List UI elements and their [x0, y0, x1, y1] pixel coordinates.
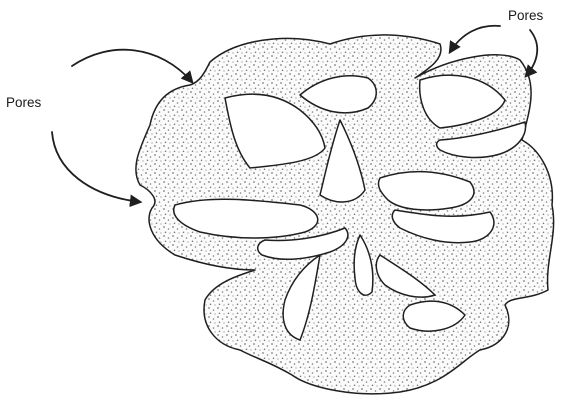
pores-label-right: Pores [508, 8, 544, 23]
pores-label-left: Pores [6, 95, 42, 110]
porous-solid-mass [136, 35, 554, 394]
arrow-right-down [526, 30, 537, 76]
arrow-right-left [450, 26, 500, 52]
arrow-left-upper [72, 50, 192, 82]
arrow-left-lower [52, 132, 140, 202]
